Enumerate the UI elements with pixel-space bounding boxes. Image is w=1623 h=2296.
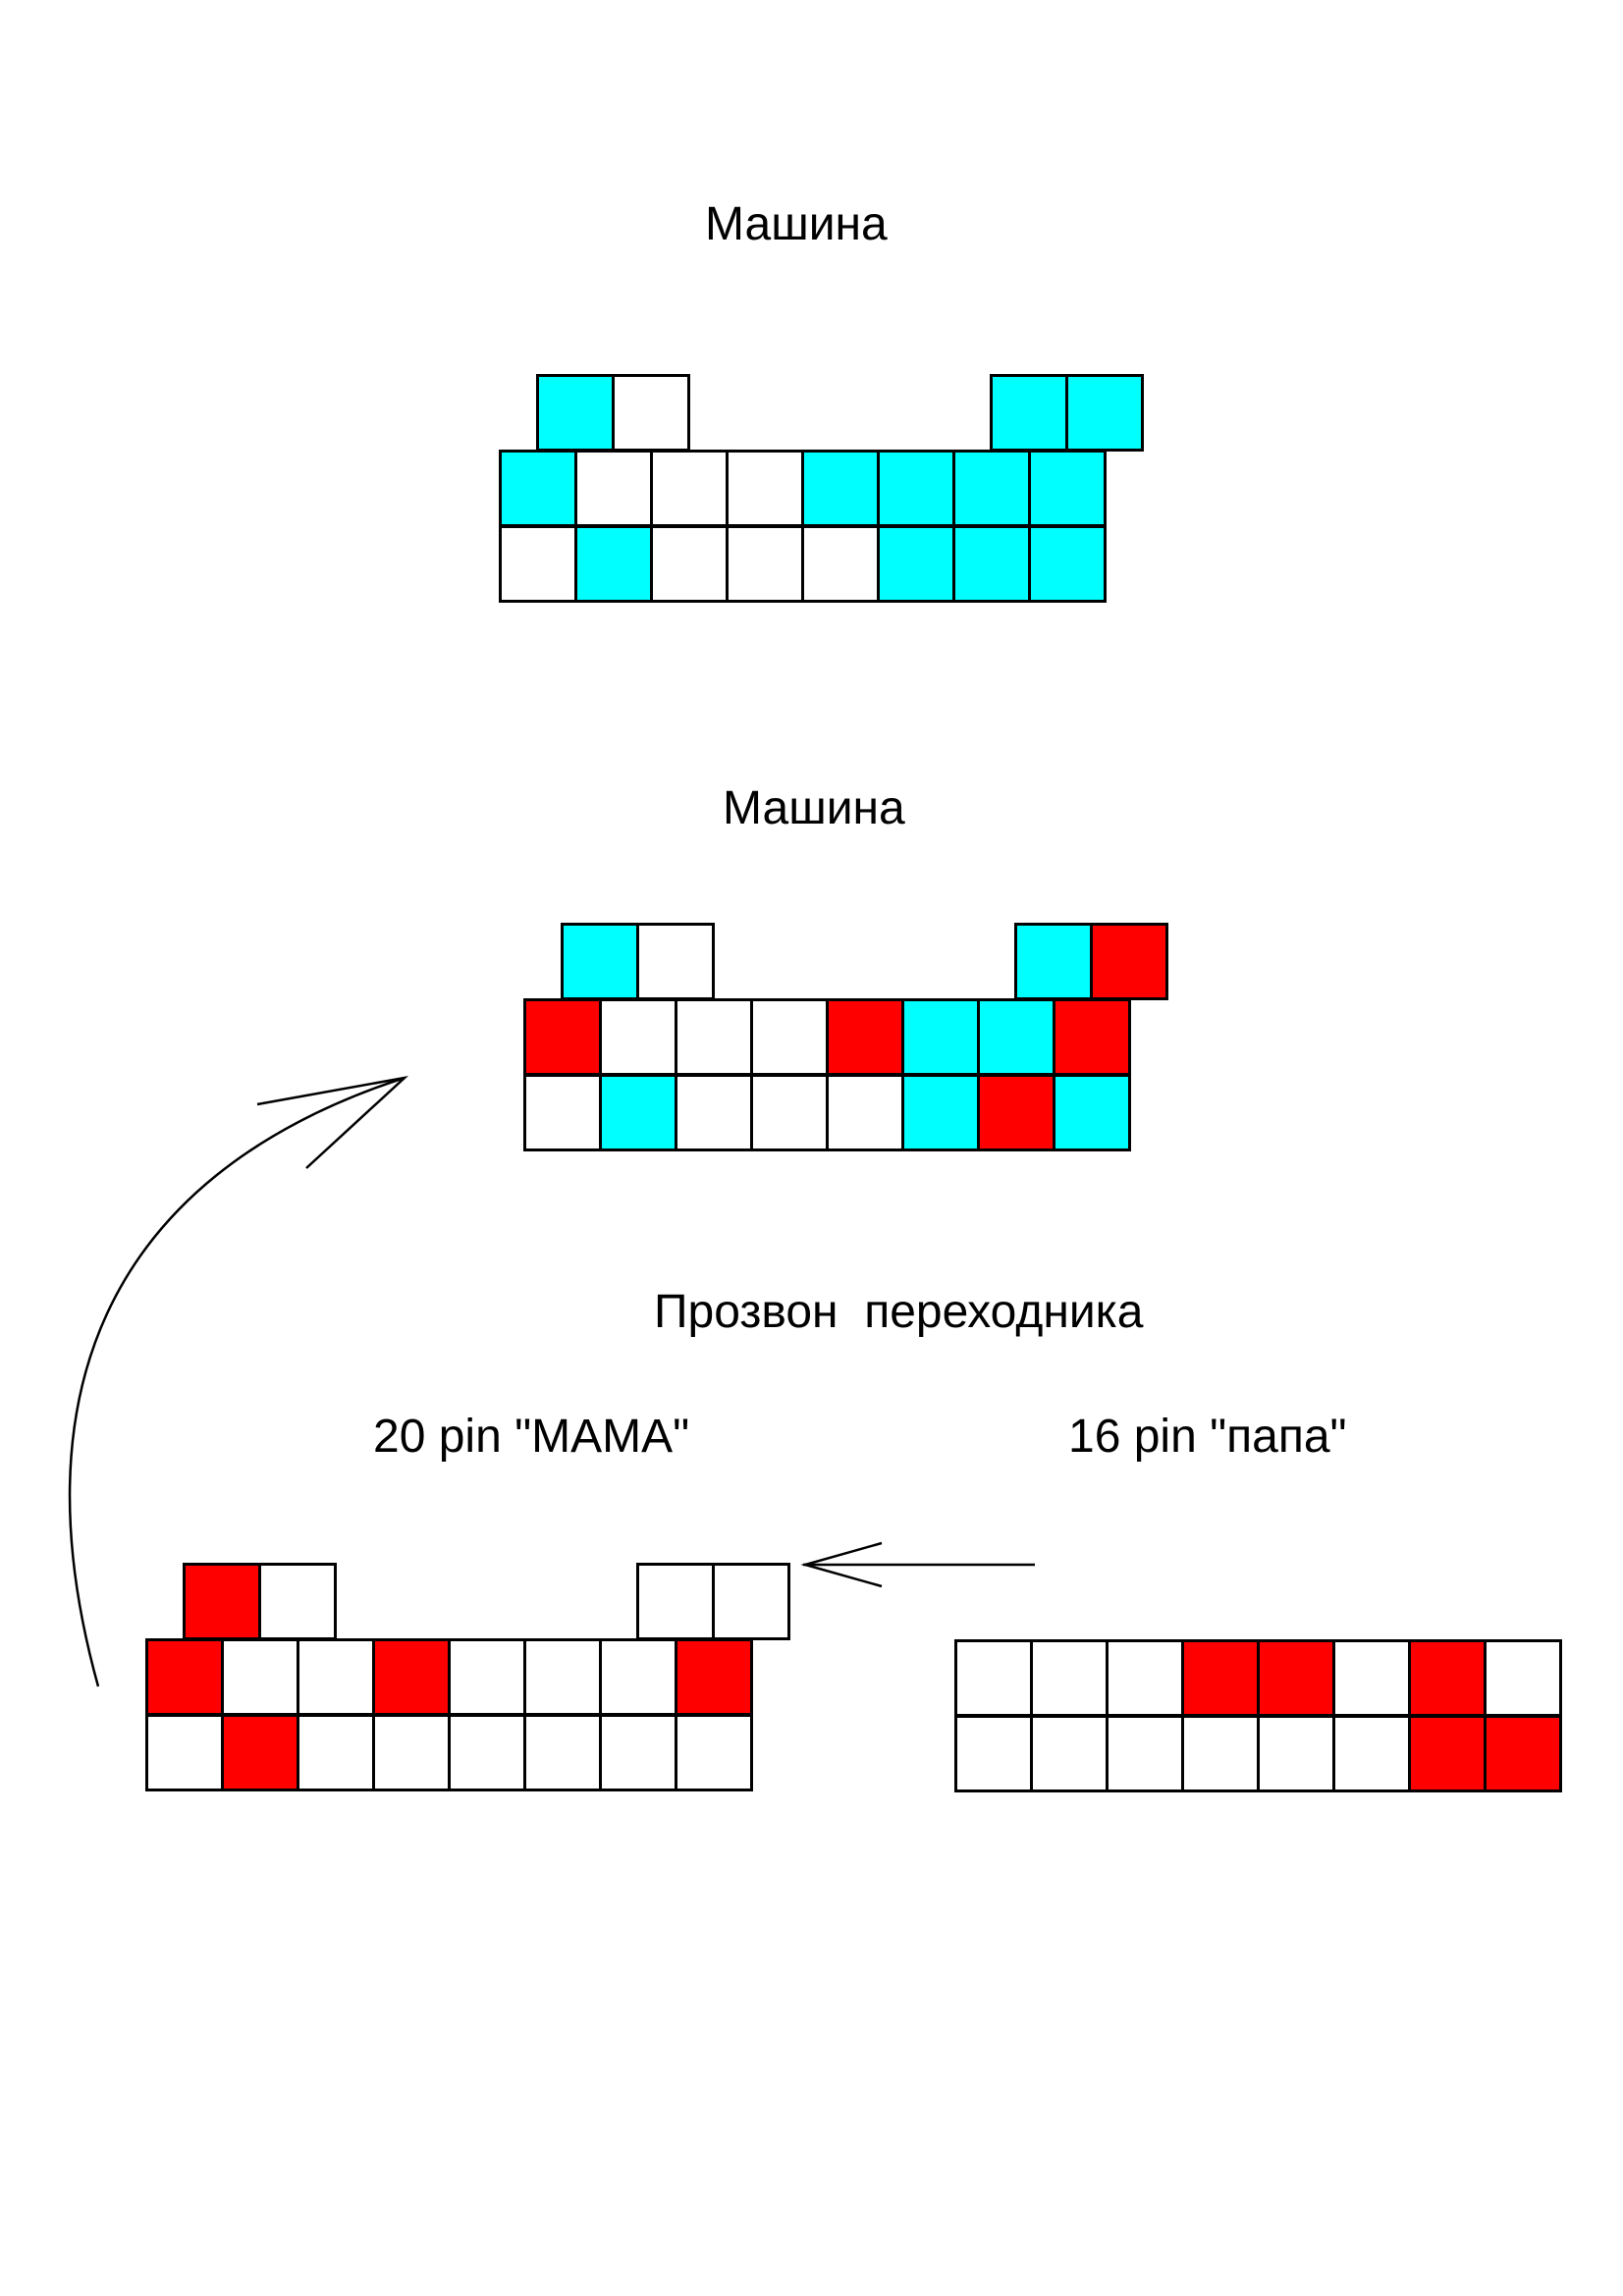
pin-cell-row2-8 xyxy=(1028,525,1107,603)
pin-cell-row1-6 xyxy=(901,998,980,1076)
pin-cell-row2-4 xyxy=(372,1714,451,1791)
pin-cell-row2-6 xyxy=(901,1074,980,1151)
pin-cell-row2-6 xyxy=(877,525,955,603)
pin-cell-row2-1 xyxy=(954,1715,1033,1792)
pin-cell-row1-8 xyxy=(1484,1639,1562,1717)
title-machine-2: Машина xyxy=(723,782,905,834)
pin-cell-row2-2 xyxy=(221,1714,299,1791)
pin-cell-row1-5 xyxy=(1257,1639,1335,1717)
pin-cell-row2-8 xyxy=(1484,1715,1562,1792)
pin-cell-row2-1 xyxy=(499,525,577,603)
pin-cell-row2-5 xyxy=(1257,1715,1335,1792)
pin-cell-row1-1 xyxy=(954,1639,1033,1717)
pin-cell-row1-7 xyxy=(977,998,1055,1076)
straight-arrow-head-icon xyxy=(800,1541,883,1588)
pin-cell-row2-8 xyxy=(675,1714,753,1791)
pin-cell-row2-4 xyxy=(726,525,804,603)
pin-cell-row1-5 xyxy=(826,998,904,1076)
pin-cell-row2-3 xyxy=(650,525,729,603)
pin-cell-row1-1 xyxy=(499,450,577,527)
pin-cell-top-2 xyxy=(612,374,690,452)
title-adapter-test: Прозвон переходника xyxy=(654,1286,1144,1338)
pin-cell-row2-1 xyxy=(523,1074,602,1151)
pin-cell-row2-8 xyxy=(1053,1074,1131,1151)
pin-cell-top-1 xyxy=(561,923,639,1000)
pin-cell-row1-8 xyxy=(1028,450,1107,527)
pin-cell-row2-7 xyxy=(977,1074,1055,1151)
pin-cell-row2-3 xyxy=(1106,1715,1184,1792)
pin-cell-top-8 xyxy=(1090,923,1168,1000)
curved-arrow-head-icon xyxy=(256,1076,409,1169)
pin-cell-row2-3 xyxy=(675,1074,753,1151)
pin-cell-top-8 xyxy=(712,1563,790,1640)
pin-cell-row2-7 xyxy=(599,1714,677,1791)
pin-cell-row1-3 xyxy=(297,1638,375,1716)
label-16pin-papa: 16 pin "папа" xyxy=(1068,1411,1347,1463)
pin-cell-row1-8 xyxy=(675,1638,753,1716)
pin-cell-top-2 xyxy=(258,1563,337,1640)
curved-arrow-shaft xyxy=(68,1076,406,1687)
pin-cell-row2-5 xyxy=(448,1714,526,1791)
pin-cell-row2-1 xyxy=(145,1714,224,1791)
pin-cell-row2-4 xyxy=(1181,1715,1260,1792)
pin-cell-row2-4 xyxy=(750,1074,829,1151)
pin-cell-row2-7 xyxy=(952,525,1031,603)
title-machine-1: Машина xyxy=(705,198,888,250)
label-20pin-mama: 20 pin "МАМА" xyxy=(373,1411,690,1463)
